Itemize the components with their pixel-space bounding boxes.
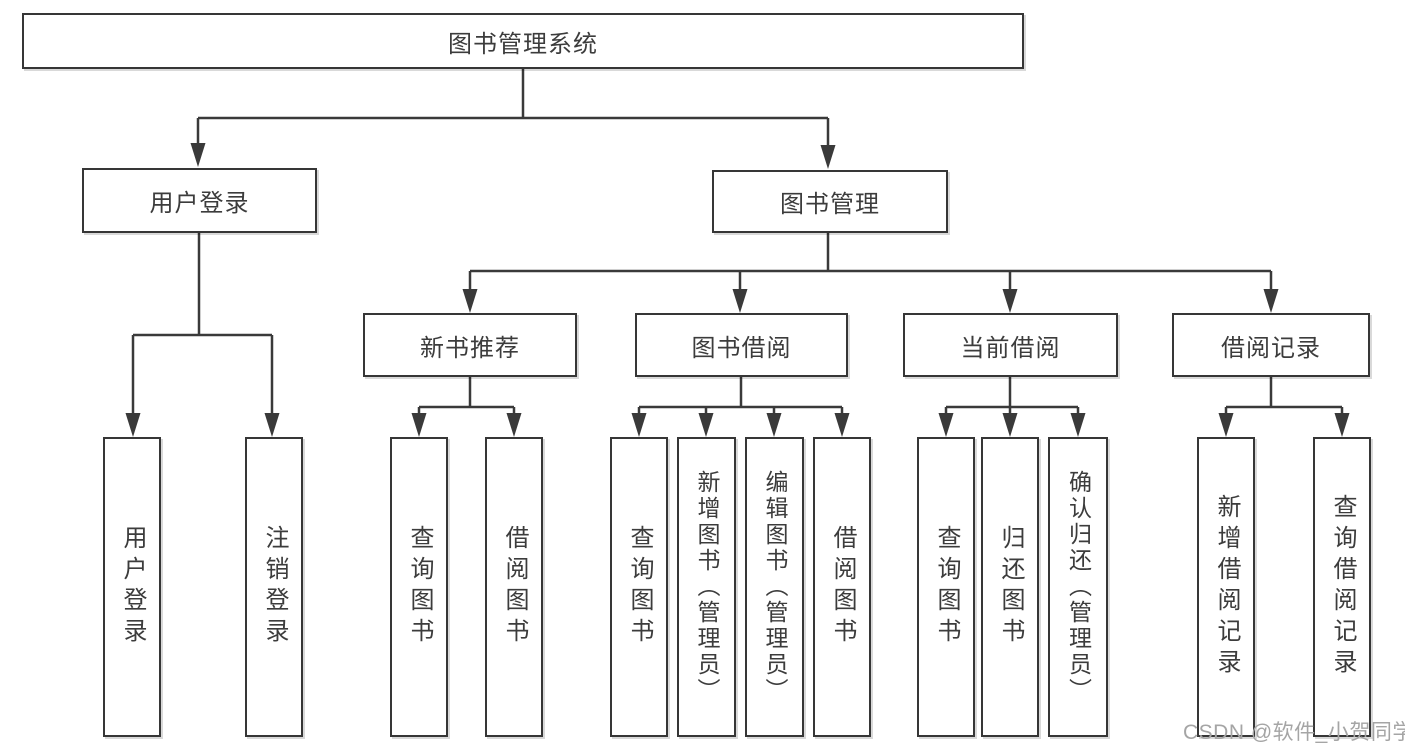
leaf-return-book: 归还图书 [981,437,1039,737]
node-new-book-rec-label: 新书推荐 [420,334,520,362]
leaf-edit-book-admin: 编辑图书（管理员） [745,437,804,737]
node-current-borrow-label: 当前借阅 [960,334,1061,362]
connector-group-borrow-records [1224,377,1344,420]
arrowhead [631,413,647,437]
arrowhead [938,413,954,437]
node-book-mgmt-label: 图书管理 [780,191,880,218]
arrowhead-borrow-records [1263,289,1279,313]
leaf-query-borrow-record: 查询借阅记录 [1313,437,1371,737]
leaf-borrow-books-rec: 借阅图书 [485,437,543,737]
arrowhead-leaf-logout [264,413,280,437]
arrowhead [766,413,782,437]
node-root: 图书管理系统 [22,13,1024,69]
leaf-borrow-books: 借阅图书 [813,437,871,737]
connector-root-to-level2 [196,69,830,149]
node-user-login: 用户登录 [82,168,317,233]
leaf-query-books-borrow: 查询图书 [610,437,668,737]
connector-group-book-borrow [637,377,844,420]
leaf-add-book-admin: 新增图书（管理员） [677,437,736,737]
arrowhead [1070,413,1086,437]
node-book-mgmt: 图书管理 [712,170,948,233]
arrowhead [506,413,522,437]
arrowhead [698,413,714,437]
node-book-borrow: 图书借阅 [635,313,848,377]
node-borrow-records-label: 借阅记录 [1221,334,1321,362]
connector-group-new-book [417,377,516,420]
arrowhead-book-borrow [732,289,748,313]
connector-book-mgmt-to-level3 [468,233,1273,292]
node-new-book-rec: 新书推荐 [363,313,577,377]
arrowhead [1334,413,1350,437]
arrowhead [411,413,427,437]
node-current-borrow: 当前借阅 [903,313,1118,377]
leaf-query-books-current: 查询图书 [917,437,975,737]
arrowhead-book-mgmt [820,145,836,169]
arrowhead [1002,413,1018,437]
arrowhead [834,413,850,437]
node-borrow-records: 借阅记录 [1172,313,1370,377]
leaf-query-books-rec: 查询图书 [390,437,448,737]
arrowhead-user-login [190,143,206,167]
watermark: CSDN @软件_小贺同学 [1183,721,1405,744]
arrowhead-new-book-rec [462,289,478,313]
node-root-label: 图书管理系统 [448,30,598,58]
leaf-confirm-return-admin: 确认归还（管理员） [1048,437,1108,737]
arrowhead-leaf-user-login [125,413,141,437]
leaf-add-borrow-record: 新增借阅记录 [1197,437,1255,737]
arrowhead-current-borrow [1002,289,1018,313]
connector-user-login-children [131,233,274,417]
leaf-user-login: 用户登录 [103,437,161,737]
arrowhead [1218,413,1234,437]
leaf-logout: 注销登录 [245,437,303,737]
node-book-borrow-label: 图书借阅 [691,334,792,362]
node-user-login-label: 用户登录 [149,190,250,217]
